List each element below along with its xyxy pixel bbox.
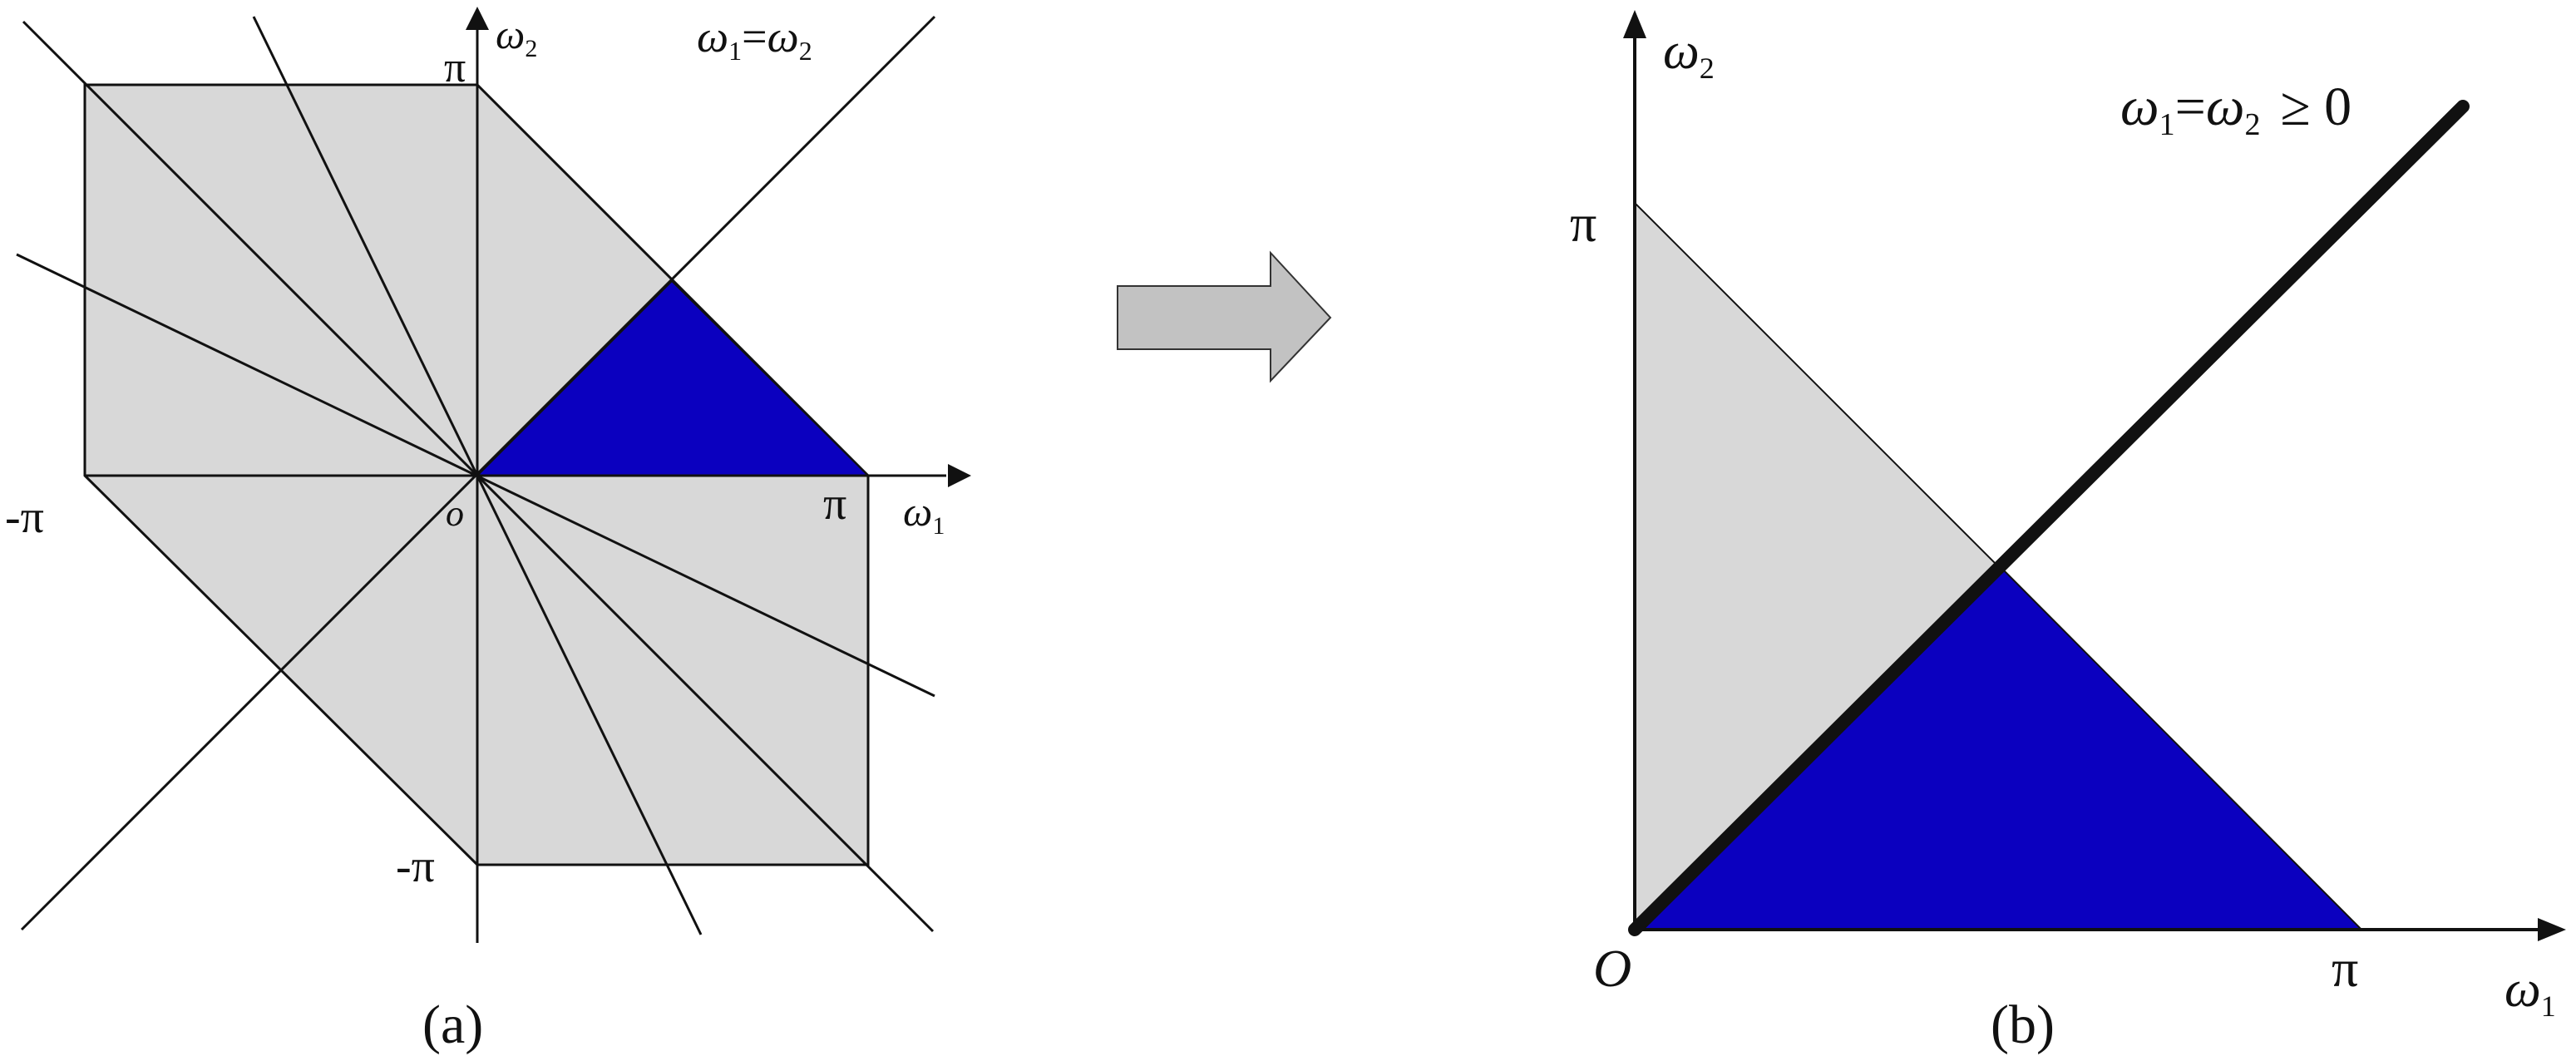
tick-pi-x-a: π xyxy=(823,478,846,530)
origin-label-a: o xyxy=(446,493,464,534)
diagonal-line-b xyxy=(1628,100,2470,936)
caption-a: (a) xyxy=(422,994,483,1055)
omega2-arrowhead-a xyxy=(466,7,489,30)
omega1-label-a: ω1 xyxy=(903,488,945,540)
caption-b: (b) xyxy=(1991,994,2055,1055)
tick-neg-pi-y-a: -π xyxy=(396,841,435,892)
tick-pi-y-a: π xyxy=(444,44,466,91)
omega2-arrowhead-b xyxy=(1623,10,1646,38)
panel-a: o π -π π -π ω1 ω2 ω1=ω2 (a) xyxy=(5,7,971,1055)
tick-neg-pi-x-a: -π xyxy=(5,491,44,543)
tick-pi-x-b: π xyxy=(2332,939,2358,998)
omega2-label-a: ω2 xyxy=(496,11,537,62)
panel-b: O π π ω2 ω1 ω1=ω2≥ 0 (b) xyxy=(1570,10,2566,1055)
tick-pi-y-b: π xyxy=(1570,194,1596,253)
omega1-arrowhead-a xyxy=(948,464,971,487)
right-arrow-icon xyxy=(1117,250,1332,383)
omega1-label-b: ω1 xyxy=(2504,961,2556,1023)
diagonal-label-a: ω1=ω2 xyxy=(697,12,812,66)
omega1-arrowhead-b xyxy=(2538,918,2566,941)
diagonal-label-b: ω1=ω2≥ 0 xyxy=(2120,76,2351,142)
omega2-label-b: ω2 xyxy=(1663,23,1715,85)
origin-label-b: O xyxy=(1593,939,1631,998)
